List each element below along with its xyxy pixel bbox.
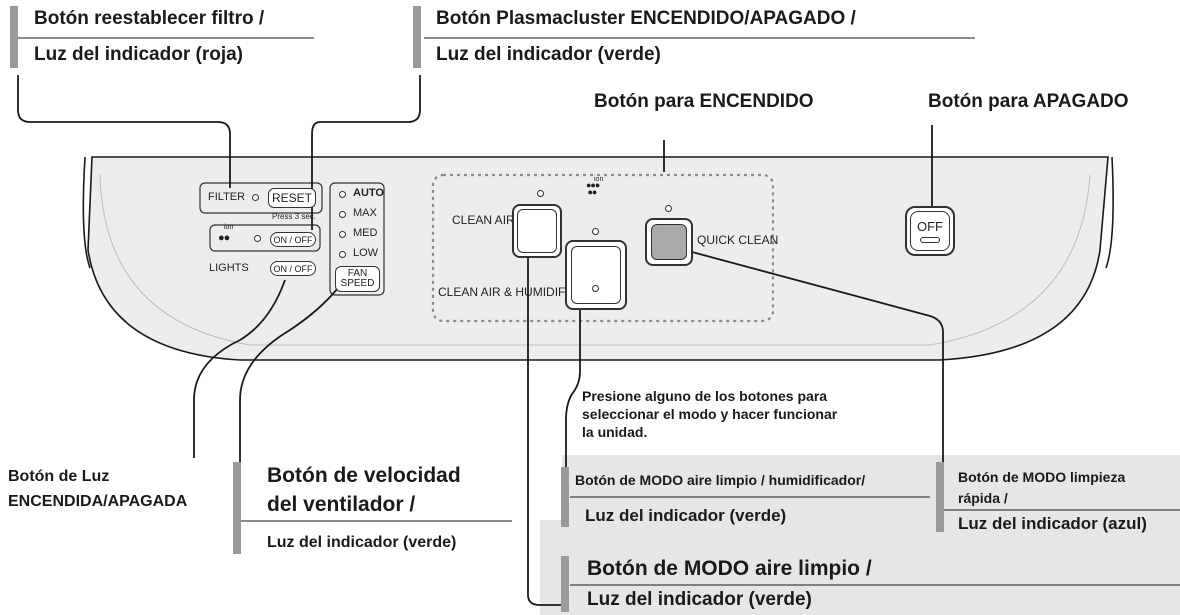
fan-speed-button[interactable]: FAN SPEED <box>335 266 380 292</box>
off-label: OFF <box>917 219 943 234</box>
clean-air-text: CLEAN AIR <box>452 213 515 227</box>
power-off-button[interactable]: OFF <box>905 206 955 256</box>
fan-max-text: MAX <box>353 207 377 219</box>
quick-clean-indicator-light <box>665 205 672 212</box>
fan-auto-indicator <box>339 191 346 198</box>
power-off-button-face: OFF <box>910 211 950 251</box>
quick-clean-button-face <box>651 224 687 260</box>
label-light-onoff-2: ENCENDIDA/APAGADA <box>8 493 188 510</box>
tactile-dot <box>592 285 599 292</box>
label-plasmacluster: Botón Plasmacluster ENCENDIDO/APAGADO / <box>436 8 856 29</box>
clean-air-humidify-text: CLEAN AIR & HUMIDIFY <box>438 285 574 299</box>
unit-panel-inner-edge <box>99 174 1091 346</box>
humidify-button-face <box>571 246 621 304</box>
fan-low-indicator <box>339 251 346 258</box>
filter-text: FILTER <box>208 191 246 203</box>
fan-med-text: MED <box>353 227 378 239</box>
instruction-line-3: la unidad. <box>582 424 648 440</box>
label-fan-speed-2: del ventilador / <box>267 493 416 516</box>
label-humidify-mode: Botón de MODO aire limpio / humidificado… <box>575 472 866 488</box>
label-filter-reset: Botón reestablecer filtro / <box>34 8 265 29</box>
clean-air-humidify-mode-button[interactable] <box>565 240 627 310</box>
label-quick-clean-1: Botón de MODO limpieza <box>958 469 1126 485</box>
accent-bar <box>413 6 421 68</box>
label-clean-air-mode: Botón de MODO aire limpio / <box>587 557 872 580</box>
lights-text: LIGHTS <box>209 262 249 274</box>
onoff-label: ON / OFF <box>273 234 313 245</box>
ion-logo-text: ion <box>594 176 604 183</box>
reset-label: RESET <box>271 191 312 205</box>
callout-region <box>540 455 1180 615</box>
clean-air-indicator-light <box>537 190 544 197</box>
instruction-line-1: Presione alguno de los botones para <box>582 388 828 404</box>
plasmacluster-onoff-button[interactable]: ON / OFF <box>270 232 316 247</box>
clean-air-button-face <box>517 209 557 253</box>
fan-max-indicator <box>339 211 346 218</box>
accent-bar <box>10 6 18 68</box>
accent-bar <box>561 467 569 527</box>
fan-label: FAN <box>347 268 368 279</box>
fan-auto-text: AUTO <box>353 187 384 199</box>
accent-bar <box>233 462 241 554</box>
filter-indicator-light <box>252 194 259 201</box>
unit-left-edge <box>82 156 91 269</box>
label-plasmacluster-indicator: Luz del indicador (verde) <box>436 44 661 65</box>
accent-bar <box>561 556 569 612</box>
accent-bar <box>936 462 944 532</box>
label-clean-air-indicator: Luz del indicador (verde) <box>587 589 812 610</box>
off-indicator-slot <box>920 237 940 243</box>
press-3-sec-text: Press 3 sec. <box>272 212 317 221</box>
lights-onoff-label: ON / OFF <box>273 263 313 274</box>
label-quick-clean-indicator: Luz del indicador (azul) <box>958 514 1147 533</box>
fan-med-indicator <box>339 231 346 238</box>
clean-air-mode-button[interactable] <box>512 204 562 258</box>
label-fan-speed-1: Botón de velocidad <box>267 464 461 487</box>
instruction-line-2: seleccionar el modo y hacer funcionar <box>582 406 838 422</box>
left-group-outline <box>199 182 323 214</box>
label-quick-clean-2: rápida / <box>958 490 1008 506</box>
label-fan-indicator: Luz del indicador (verde) <box>267 534 457 551</box>
plasmacluster-icon: ●● <box>218 232 230 244</box>
label-filter-indicator: Luz del indicador (roja) <box>34 44 244 65</box>
quick-clean-mode-button[interactable] <box>645 218 693 266</box>
label-humidify-indicator: Luz del indicador (verde) <box>585 506 787 525</box>
unit-right-edge <box>1105 156 1114 269</box>
label-power-on: Botón para ENCENDIDO <box>594 91 814 112</box>
plasmacluster-indicator-light <box>254 235 261 242</box>
plasmacluster-logo-icon: ●●● ●● <box>586 180 600 197</box>
fan-group-outline <box>329 182 385 296</box>
mode-region-outline <box>431 173 775 323</box>
label-light-onoff-1: Botón de Luz <box>8 468 110 485</box>
ion-text: ion <box>224 224 234 231</box>
speed-label: SPEED <box>340 278 375 289</box>
humidify-indicator-light <box>592 228 599 235</box>
label-power-off: Botón para APAGADO <box>928 91 1129 112</box>
quick-clean-text: QUICK CLEAN <box>697 233 779 247</box>
filter-reset-button[interactable]: RESET <box>268 188 316 208</box>
ion-group-outline <box>209 224 321 252</box>
lights-onoff-button[interactable]: ON / OFF <box>270 261 316 276</box>
fan-low-text: LOW <box>353 247 379 259</box>
